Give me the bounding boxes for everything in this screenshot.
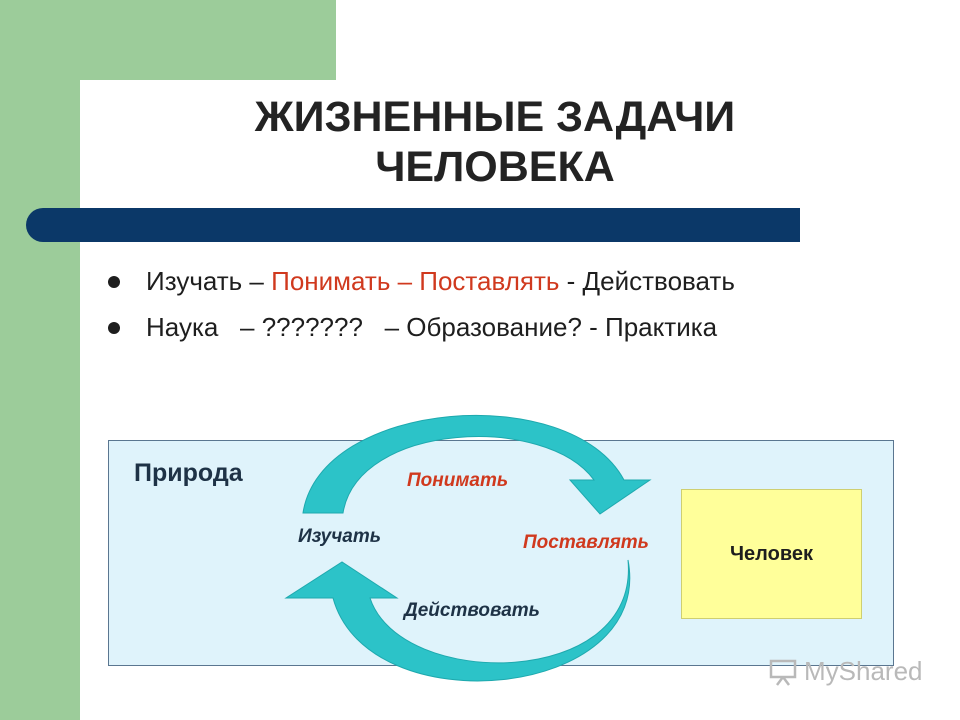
- bullet-dot-icon: [108, 322, 120, 334]
- cycle-label-understand: Понимать: [407, 470, 509, 491]
- human-box: Человек: [681, 489, 862, 619]
- bullet-part-understand-deliver: Понимать – Поставлять: [271, 266, 560, 296]
- bullet-part-education: – Образование?: [362, 312, 582, 342]
- slide-title: ЖИЗНЕННЫЕ ЗАДАЧИ ЧЕЛОВЕКА: [170, 92, 820, 192]
- bullet-part-unknown: – ???????: [218, 312, 363, 342]
- bullet-dot-icon: [108, 276, 120, 288]
- watermark: MyShared: [768, 656, 923, 687]
- bullet-item: Наука – ??????? – Образование? - Практик…: [108, 308, 908, 354]
- slide-title-line-1: ЖИЗНЕННЫЕ ЗАДАЧИ: [254, 93, 736, 141]
- sidebar-green-strip: [0, 0, 80, 720]
- cycle-arrow-top: [302, 414, 652, 515]
- header-green-block: [80, 0, 336, 80]
- bullet-text: Наука – ??????? – Образование? - Практик…: [146, 308, 717, 346]
- bullet-list: Изучать – Понимать – Поставлять - Действ…: [108, 262, 908, 354]
- title-underline-bar: [26, 208, 800, 242]
- watermark-text: MyShared: [804, 656, 923, 686]
- bullet-part-practice: - Практика: [581, 312, 718, 342]
- content-corner: [80, 80, 160, 160]
- cycle-label-act: Действовать: [404, 600, 540, 621]
- bullet-part-science: Наука: [146, 312, 219, 342]
- cycle-arrow-bottom: [284, 559, 631, 682]
- bullet-part-act: - Действовать: [559, 266, 735, 296]
- presentation-icon: [769, 659, 797, 686]
- slide-title-line-2: ЧЕЛОВЕКА: [375, 143, 615, 191]
- bullet-item: Изучать – Понимать – Поставлять - Действ…: [108, 262, 908, 308]
- bullet-part-study: Изучать –: [146, 266, 272, 296]
- bullet-text: Изучать – Понимать – Поставлять - Действ…: [146, 262, 735, 300]
- human-label: Человек: [730, 542, 813, 565]
- nature-label: Природа: [134, 459, 243, 487]
- cycle-label-study: Изучать: [298, 526, 382, 547]
- cycle-label-deliver: Поставлять: [523, 532, 649, 553]
